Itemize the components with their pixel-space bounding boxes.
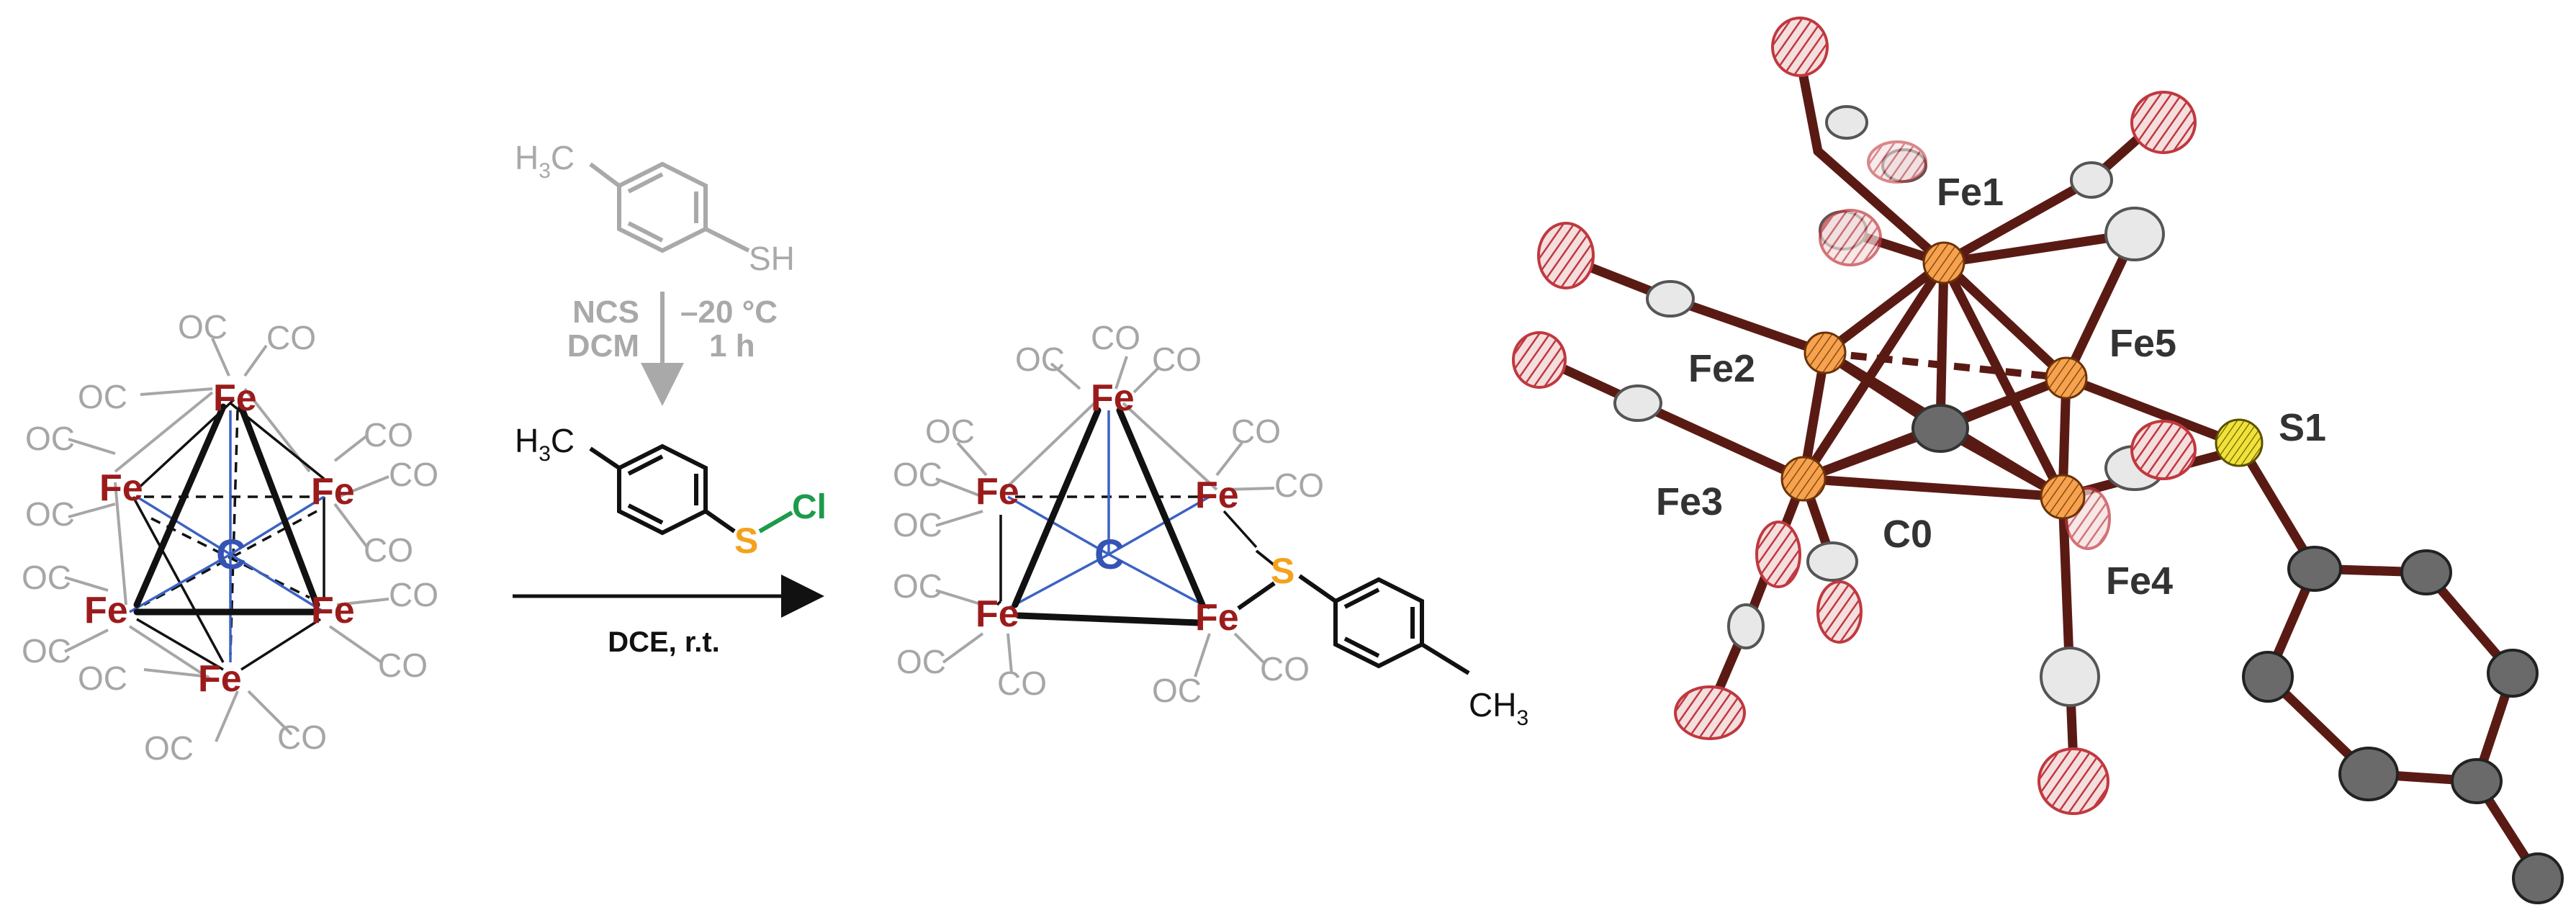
fe-atom: Fe <box>198 658 242 700</box>
co-label: OC <box>893 506 942 544</box>
carbide-atom: C <box>1094 531 1125 578</box>
thiol-sh: SH <box>749 240 795 277</box>
co-label: OC <box>896 643 946 680</box>
chlorine-atom: Cl <box>792 488 827 526</box>
fe-atom: Fe <box>1195 474 1239 516</box>
condition-time: 1 h <box>709 328 755 364</box>
methyl-label: H3C <box>515 139 575 183</box>
co-label: CO <box>1152 341 1202 378</box>
label-c0: C0 <box>1883 513 1932 556</box>
sulfur-atom: S <box>734 521 758 561</box>
label-fe1: Fe1 <box>1937 171 2004 214</box>
fe-ellipsoids <box>1780 241 2088 520</box>
fe-atom: Fe <box>99 467 143 509</box>
co-label: OC <box>25 420 75 457</box>
co-label: CO <box>364 531 413 569</box>
sulfur-atom: S <box>1271 551 1294 591</box>
fe-atom: Fe <box>1091 377 1135 419</box>
co-label: OC <box>178 308 228 346</box>
carbide-ellipsoid <box>1911 404 1969 453</box>
crystal-structure: Fe1 Fe2 Fe3 Fe4 Fe5 S1 C0 <box>1512 17 2564 904</box>
co-label: CO <box>1231 413 1281 450</box>
methyl-label: CH3 <box>1469 686 1528 730</box>
co-label: CO <box>364 416 413 454</box>
fe-atom: Fe <box>311 590 355 631</box>
fe-atom: Fe <box>976 593 1019 635</box>
thiol-reagent: H3C SH NCS DCM –20 °C 1 h <box>515 139 795 406</box>
co-label: OC <box>1015 341 1065 378</box>
arrow-conditions: DCE, r.t. <box>608 626 720 658</box>
co-label: CO <box>1260 650 1310 688</box>
fe-s-bond <box>1255 549 1276 567</box>
co-label: CO <box>378 647 428 684</box>
co-label: OC <box>893 567 942 605</box>
fe-atom: Fe <box>213 377 257 419</box>
co-label: OC <box>22 559 71 596</box>
left-cluster: OC CO OC OC OC OC OC OC CO CO CO CO CO O… <box>22 308 438 767</box>
co-label: CO <box>1274 467 1324 504</box>
fe-atom: Fe <box>84 590 128 631</box>
sulfenyl-chloride: H3C S Cl <box>515 422 827 561</box>
co-label: OC <box>144 729 194 767</box>
condition-dcm: DCM <box>567 328 639 364</box>
co-label: OC <box>78 659 127 697</box>
co-label: CO <box>1091 319 1140 356</box>
condition-ncs: NCS <box>572 294 639 330</box>
methyl-label: H3C <box>515 422 575 466</box>
co-label: CO <box>997 665 1047 702</box>
co-label: CO <box>389 456 438 493</box>
fe-atom: Fe <box>1195 597 1239 639</box>
co-label: OC <box>925 413 975 450</box>
sulfur-ellipsoid <box>2215 418 2264 467</box>
co-label: OC <box>25 495 75 533</box>
thiol-ring <box>589 161 750 253</box>
thiolate-ring <box>1237 574 1470 675</box>
co-label: OC <box>78 378 127 415</box>
co-label: CO <box>277 719 327 756</box>
product-cluster: OC CO CO OC OC OC CO CO OC OC CO OC CO <box>893 319 1528 730</box>
fe-atom: Fe <box>311 471 355 513</box>
label-fe2: Fe2 <box>1688 347 1755 390</box>
fe-atom: Fe <box>976 471 1019 513</box>
carbonyl-ellipsoids <box>1512 17 2197 815</box>
co-label: OC <box>1152 672 1202 709</box>
label-fe4: Fe4 <box>2106 559 2173 603</box>
carbide-atom: C <box>216 531 246 578</box>
co-label: CO <box>266 319 316 356</box>
aryl-ellipsoids <box>2242 546 2564 904</box>
label-fe3: Fe3 <box>1656 480 1723 523</box>
condition-temp: –20 °C <box>680 294 778 330</box>
co-label: OC <box>893 456 942 493</box>
label-fe5: Fe5 <box>2109 322 2176 365</box>
fe2-fe5-bond <box>1824 349 2067 382</box>
co-label: OC <box>22 632 71 670</box>
co-label: CO <box>389 576 438 613</box>
label-s1: S1 <box>2279 406 2326 449</box>
chloride-ring <box>589 444 793 536</box>
